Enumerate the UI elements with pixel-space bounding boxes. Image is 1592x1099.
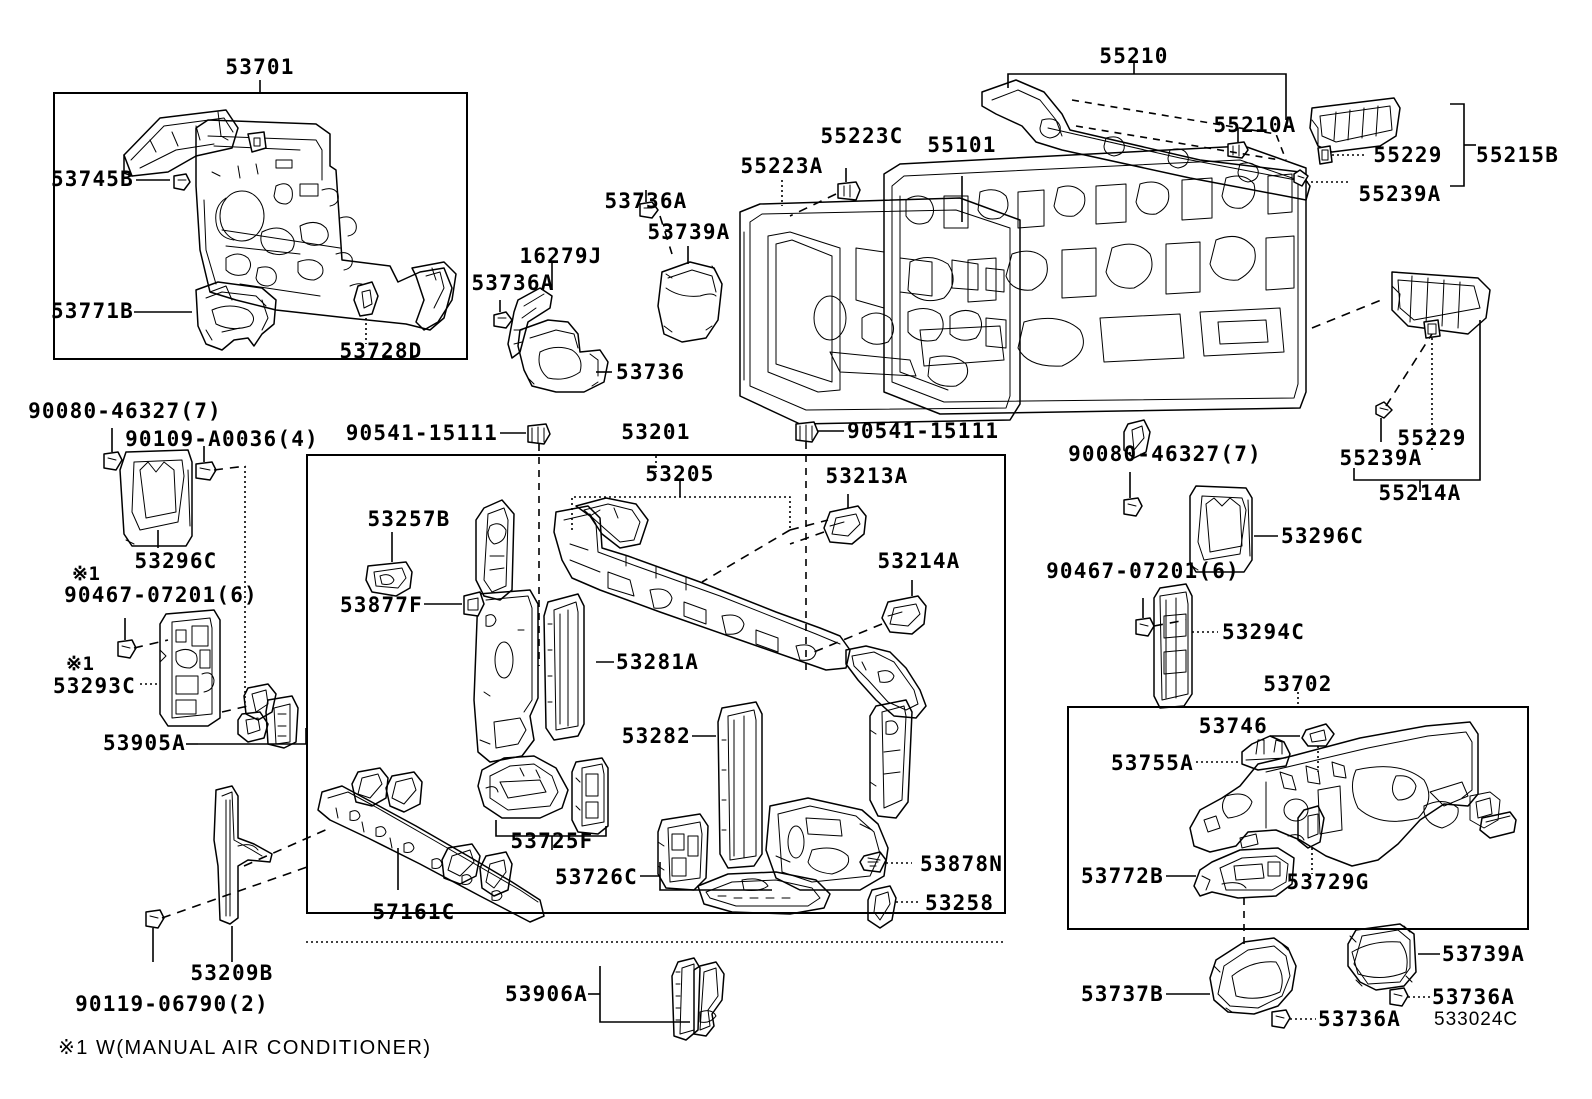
label-55229-upper: 55229 [1373,143,1443,167]
label-53296C-right: 53296C [1281,524,1365,548]
footer-reference-code: 533024C [1434,1009,1519,1030]
label-55239A-lower: 55239A [1339,446,1423,470]
label-53736: 53736 [616,360,686,384]
label-55223C: 55223C [820,124,904,148]
label-53745B: 53745B [50,167,134,191]
label-55101: 55101 [927,133,997,157]
footnote-text: ※1 W(MANUAL AIR CONDITIONER) [58,1037,432,1059]
part-55215B-group [1293,97,1476,187]
label-90080-46327-left: 90080-46327(7) [28,399,222,423]
label-53755A: 53755A [1110,751,1194,775]
label-55239A-upper: 55239A [1358,182,1442,206]
label-53906A: 53906A [504,982,588,1006]
label-53772B: 53772B [1080,864,1164,888]
label-90080-46327-right: 90080-46327(7) [1068,442,1262,466]
label-53736A-lower: 53736A [471,271,555,295]
label-53726C: 53726C [554,865,638,889]
label-53728D: 53728D [339,339,423,363]
label-53282: 53282 [621,724,691,748]
label-53701: 53701 [225,55,295,79]
label-90109-A0036: 90109-A0036(4) [125,427,319,451]
label-90119-06790: 90119-06790(2) [75,992,269,1016]
label-90541-15111-right: 90541-15111 [847,419,1000,443]
label-53771B: 53771B [50,299,134,323]
label-53739A-lower: 53739A [1442,942,1526,966]
label-90467-07201-left: 90467-07201(6) [64,583,258,607]
label-53736A-bottom: 53736A [1318,1007,1402,1031]
label-53739A-upper: 53739A [647,220,731,244]
label-55214A: 55214A [1378,481,1462,505]
label-53293C: 53293C [52,674,136,698]
label-53736A-upper: 53736A [604,189,688,213]
label-55229-lower: 55229 [1397,426,1467,450]
assembly-box-53701 [53,92,468,360]
label-53281A: 53281A [616,650,700,674]
label-53258: 53258 [925,891,995,915]
label-53205: 53205 [645,462,715,486]
label-footnote-mark-2: ※1 [66,653,95,675]
label-53213A: 53213A [825,464,909,488]
label-53296C-left: 53296C [134,549,218,573]
label-53209B: 53209B [190,961,274,985]
label-16279J: 16279J [519,244,603,268]
label-53214A: 53214A [877,549,961,573]
label-53736A-right: 53736A [1432,985,1516,1009]
label-53201: 53201 [621,420,691,444]
label-55210A: 55210A [1213,113,1297,137]
assembly-box-53702 [1067,706,1529,930]
label-57161C: 57161C [372,900,456,924]
label-53737B: 53737B [1080,982,1164,1006]
label-53905A: 53905A [102,731,186,755]
label-53257B: 53257B [367,507,451,531]
label-53877F: 53877F [339,593,423,617]
label-footnote-mark-1: ※1 [72,563,101,585]
label-53729G: 53729G [1286,870,1370,894]
label-55215B: 55215B [1476,143,1560,167]
label-53878N: 53878N [920,852,1004,876]
label-90467-07201-right: 90467-07201(6) [1046,559,1240,583]
label-55210: 55210 [1099,44,1169,68]
label-53746: 53746 [1198,714,1268,738]
label-53725F: 53725F [510,829,594,853]
part-53906A-group [306,941,1006,1041]
part-53209B-group [145,785,311,962]
assembly-box-53201 [306,454,1006,914]
label-55223A: 55223A [740,154,824,178]
label-90541-15111-left: 90541-15111 [345,421,498,445]
label-53294C: 53294C [1222,620,1306,644]
label-53702: 53702 [1263,672,1333,696]
